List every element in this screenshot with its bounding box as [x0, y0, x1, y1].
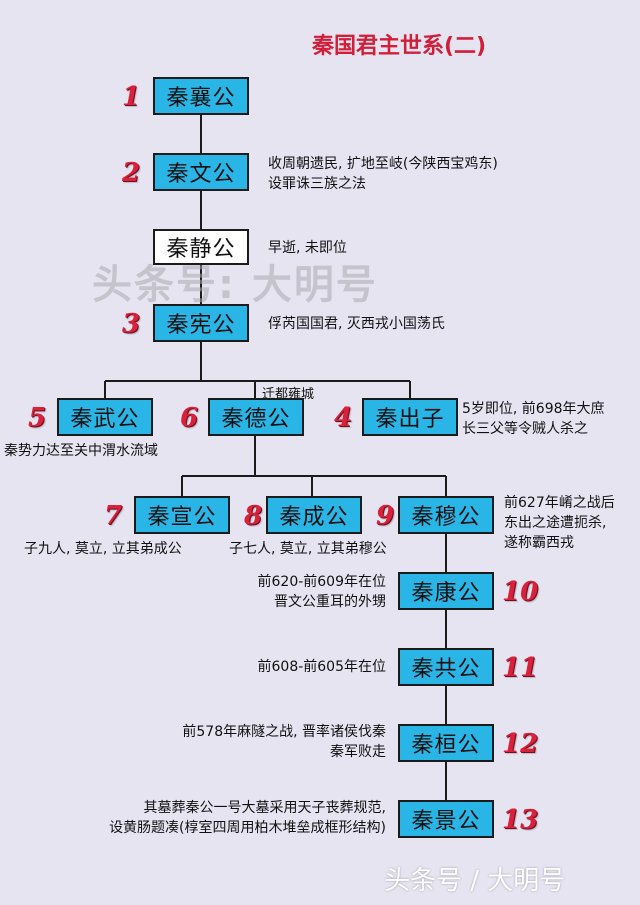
ruler-box-kanggong: 秦康公 — [398, 572, 494, 610]
ruler-number-5: 5 — [28, 403, 47, 433]
ruler-number-3: 3 — [122, 309, 141, 339]
ruler-note-mugong: 前627年崤之战后 东出之途遭扼杀, 遂称霸西戎 — [504, 493, 615, 553]
note-line: 设黄肠题凑(椁室四周用柏木堆垒成框形结构) — [109, 820, 386, 836]
ruler-number-13: 13 — [502, 805, 539, 835]
ruler-box-mugong: 秦穆公 — [398, 496, 494, 534]
ruler-note-xuangong: 子九人, 莫立, 立其弟成公 — [24, 541, 182, 557]
ruler-note-kanggong: 前620-前609年在位 晋文公重耳的外甥 — [200, 572, 387, 612]
ruler-number-2: 2 — [122, 158, 141, 188]
note-line: 遂称霸西戎 — [504, 535, 574, 551]
note-line: 收周朝遗民, 扩地至岐(今陕西宝鸡东) — [268, 156, 498, 172]
ruler-number-10: 10 — [502, 577, 539, 607]
note-line: 长三父等令贼人杀之 — [462, 421, 588, 437]
ruler-number-4: 4 — [334, 403, 353, 433]
ruler-number-6: 6 — [180, 403, 199, 433]
ruler-box-xianggong: 秦襄公 — [153, 77, 249, 115]
note-line: 前578年麻隧之战, 晋率诸侯伐秦 — [182, 724, 386, 740]
ruler-note-jinggong: 早逝, 未即位 — [268, 240, 347, 256]
ruler-note-gonggong: 前608-前605年在位 — [257, 659, 387, 675]
ruler-number-8: 8 — [244, 501, 263, 531]
diagram-title: 秦国君主世系(二) — [312, 34, 487, 59]
ruler-note-xiangong: 俘芮国国君, 灭西戎小国荡氏 — [268, 316, 445, 332]
ruler-box-degong: 秦德公 — [208, 398, 304, 436]
note-line: 秦军败走 — [330, 744, 386, 760]
ruler-box-wengong: 秦文公 — [153, 153, 249, 191]
note-line: 设罪诛三族之法 — [268, 176, 366, 192]
ruler-note-jinggong2: 其墓葬秦公一号大墓采用天子丧葬规范, 设黄肠题凑(椁室四周用柏木堆垒成框形结构) — [20, 798, 386, 838]
note-line: 前620-前609年在位 — [257, 574, 387, 590]
ruler-box-jinggong: 秦静公 — [153, 229, 249, 265]
ruler-number-9: 9 — [376, 501, 395, 531]
ruler-note-wugong: 秦势力达至关中渭水流域 — [4, 443, 158, 459]
note-line: 5岁即位, 前698年大庶 — [462, 401, 605, 417]
note-line: 晋文公重耳的外甥 — [274, 594, 386, 610]
ruler-box-chuzi: 秦出子 — [362, 398, 458, 436]
ruler-note-chuzi: 5岁即位, 前698年大庶 长三父等令贼人杀之 — [462, 399, 605, 439]
ruler-number-12: 12 — [502, 729, 539, 759]
ruler-box-wugong: 秦武公 — [57, 398, 153, 436]
center-watermark: 头条号: 大明号 — [92, 262, 378, 308]
bottom-watermark: 头条号 / 大明号 — [384, 866, 566, 896]
ruler-box-jinggong2: 秦景公 — [398, 800, 494, 838]
ruler-box-xuangong: 秦宣公 — [134, 496, 230, 534]
ruler-note-chenggong: 子七人, 莫立, 立其弟穆公 — [229, 541, 387, 557]
note-line: 前627年崤之战后 — [504, 495, 615, 511]
ruler-number-11: 11 — [502, 653, 539, 683]
ruler-number-1: 1 — [122, 82, 141, 112]
ruler-box-huangong: 秦桓公 — [398, 724, 494, 762]
ruler-box-xiangong: 秦宪公 — [153, 304, 249, 342]
ruler-note-wengong: 收周朝遗民, 扩地至岐(今陕西宝鸡东) 设罪诛三族之法 — [268, 154, 498, 194]
note-line: 其墓葬秦公一号大墓采用天子丧葬规范, — [143, 800, 386, 816]
note-line: 东出之途遭扼杀, — [504, 515, 607, 531]
ruler-box-chenggong: 秦成公 — [266, 496, 362, 534]
ruler-box-gonggong: 秦共公 — [398, 648, 494, 686]
ruler-note-huangong: 前578年麻隧之战, 晋率诸侯伐秦 秦军败走 — [110, 722, 386, 762]
ruler-number-7: 7 — [104, 501, 123, 531]
